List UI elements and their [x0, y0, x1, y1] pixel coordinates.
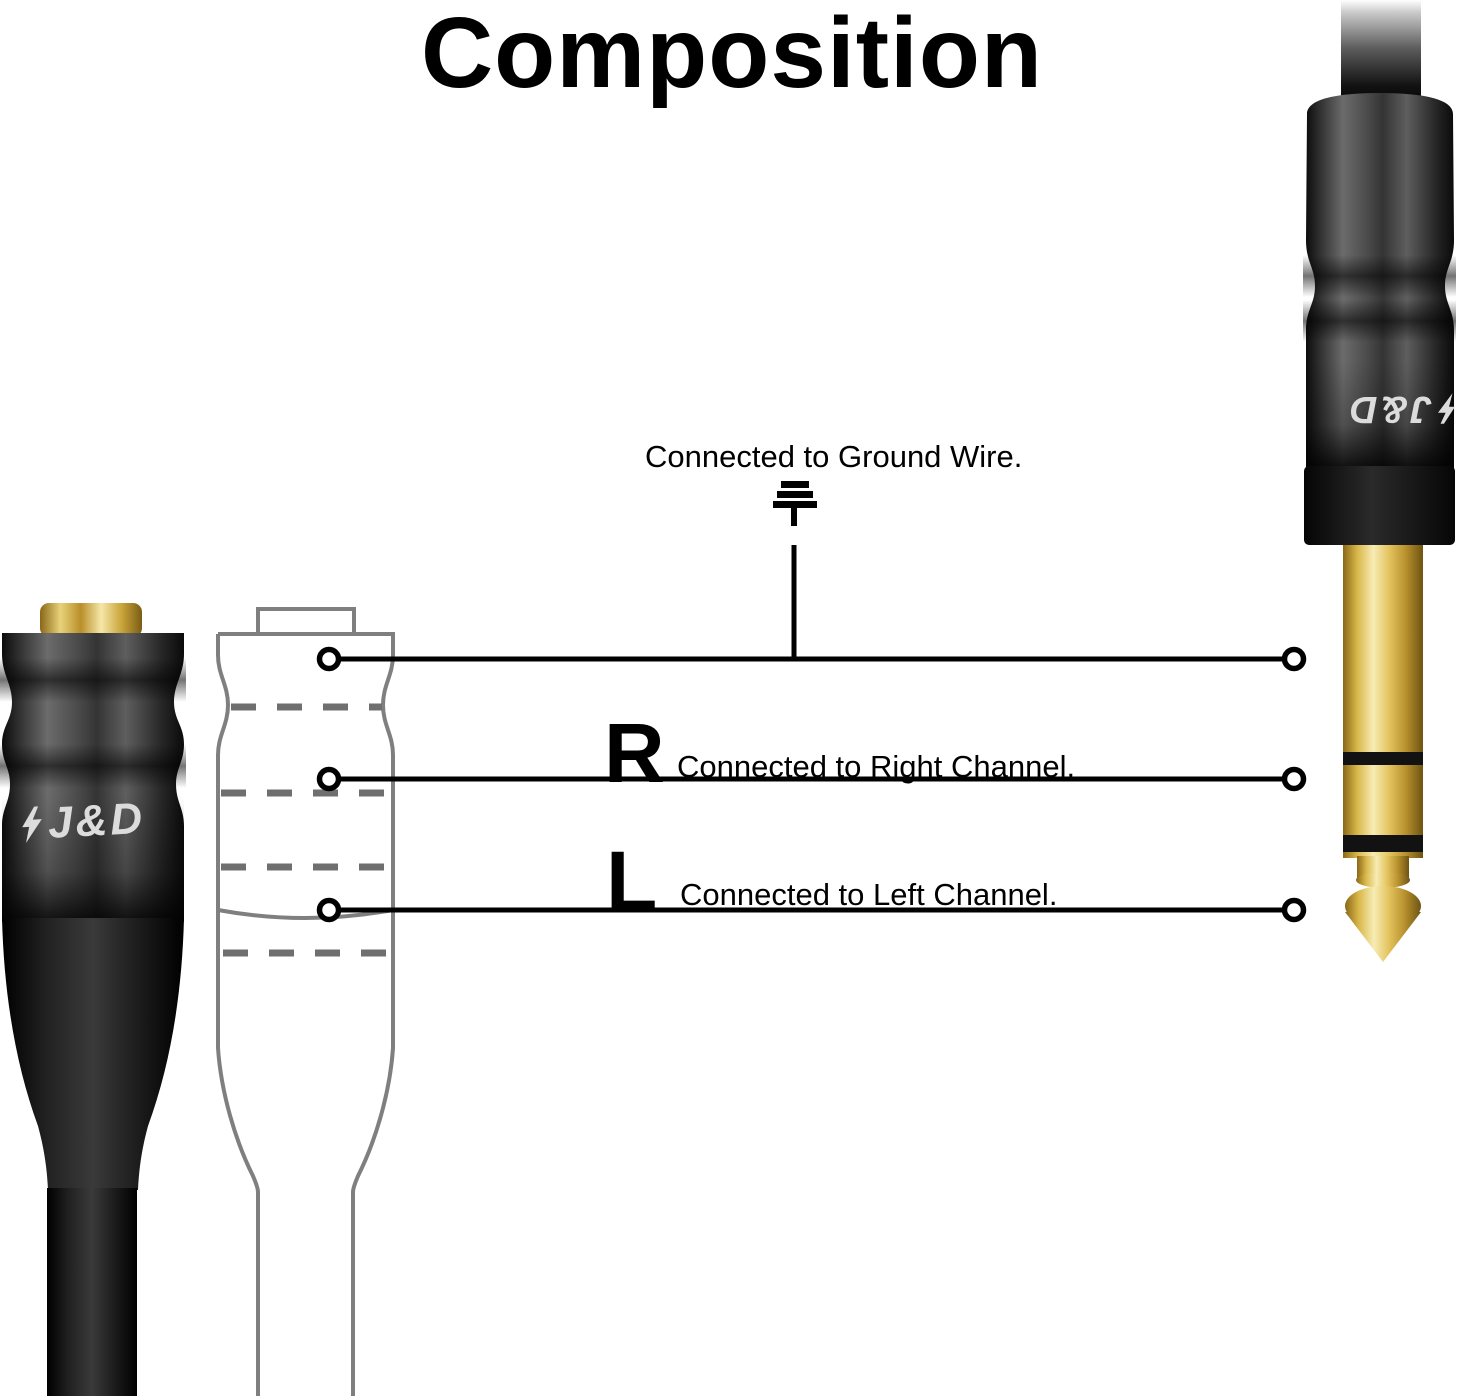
- insulator-ring: [1343, 835, 1423, 852]
- solder-point: [1281, 646, 1307, 672]
- solder-point: [316, 646, 342, 672]
- solder-point: [1281, 897, 1307, 923]
- barrel-crease: [1303, 255, 1456, 297]
- plug-shaft-gold: [1343, 545, 1423, 858]
- body-crease: [0, 744, 186, 788]
- lightning-bolt-icon: [1438, 393, 1455, 425]
- body-crease: [0, 658, 186, 702]
- right-channel-letter: R: [604, 706, 665, 800]
- left-channel-label: Connected to Left Channel.: [680, 877, 1058, 912]
- cable-right: [1341, 0, 1421, 106]
- outline-section-curve: [217, 908, 394, 920]
- cable-left: [47, 1188, 137, 1396]
- plug-collar: [1304, 466, 1455, 545]
- lightning-bolt-icon: [22, 806, 42, 844]
- right-channel-label: Connected to Right Channel.: [677, 749, 1076, 784]
- outline-body: [216, 634, 260, 1396]
- tip-ridge: [1356, 872, 1410, 888]
- barrel-crease: [1303, 300, 1456, 342]
- ground-wire-label: Connected to Ground Wire.: [645, 439, 1023, 474]
- brand-name: J&D: [1346, 388, 1432, 430]
- ground-symbol-icon: [773, 481, 817, 526]
- solder-point: [316, 897, 342, 923]
- brand-logo-left: J&D: [21, 793, 147, 848]
- tip-neck: [1357, 856, 1409, 878]
- barrel-shadow: [1306, 360, 1454, 468]
- gold-port-rim: [40, 603, 142, 637]
- tip-cone: [1345, 912, 1421, 962]
- connector-outline-drawing: [216, 607, 395, 1396]
- brand-name: J&D: [46, 793, 147, 848]
- male-plug-connector: [1303, 0, 1456, 962]
- left-channel-letter: L: [606, 834, 658, 928]
- page-title: Composition: [420, 0, 1044, 109]
- brand-logo-right: J&D: [1309, 388, 1455, 430]
- solder-point: [1281, 766, 1307, 792]
- outline-body: [218, 632, 395, 1396]
- insulator-ring: [1343, 752, 1423, 765]
- solder-point: [316, 766, 342, 792]
- strain-relief: [2, 918, 184, 1190]
